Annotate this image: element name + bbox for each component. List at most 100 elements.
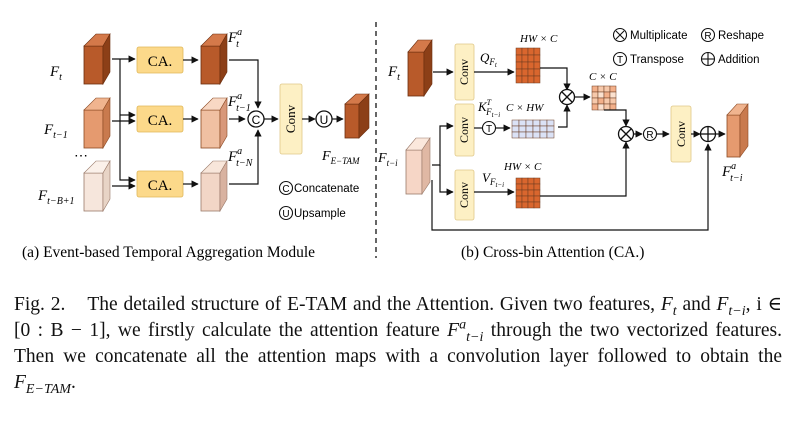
matrix-cell	[591, 91, 599, 99]
matrix-cell	[525, 131, 534, 139]
matrix-cell	[527, 195, 535, 203]
dim-q: HW × C	[519, 33, 558, 45]
svg-text:CA.: CA.	[148, 54, 173, 70]
matrix-v	[515, 177, 541, 209]
svg-text:Reshape: Reshape	[718, 30, 764, 42]
caption-label: Fig. 2.	[14, 294, 66, 315]
transpose-node: T	[481, 120, 497, 136]
attn-feature-t	[200, 32, 228, 86]
matrix-cell	[521, 177, 529, 185]
matrix-cell	[533, 75, 541, 84]
matrix-cell	[597, 85, 605, 93]
matrix-cell	[533, 183, 541, 191]
matrix-cell	[515, 54, 523, 63]
matrix-cell	[533, 54, 541, 63]
svg-text:Transpose: Transpose	[630, 54, 684, 66]
matrix-cell	[527, 68, 535, 77]
matrix-cell	[609, 97, 617, 105]
conv-block-k: Conv	[454, 103, 475, 157]
svg-text:T: T	[486, 124, 492, 135]
panel-b-caption: (b) Cross-bin Attention (CA.)	[461, 244, 644, 261]
svg-text:CA.: CA.	[148, 178, 173, 194]
matrix-cell	[597, 97, 605, 105]
ca-block-1: CA.	[136, 46, 184, 74]
input-feature-fti	[405, 137, 431, 195]
attn-feature-t-n	[200, 159, 228, 213]
reshape-node: R	[642, 126, 658, 142]
dim-k: C × HW	[506, 102, 544, 114]
caption-text-i-in: , i ∈ [0 : B − 1]	[14, 294, 783, 341]
svg-text:C: C	[252, 113, 261, 127]
ellipsis: ⋯	[74, 149, 88, 164]
matrix-cell	[518, 125, 527, 133]
matrix-cell	[515, 177, 523, 185]
svg-text:C: C	[282, 184, 289, 195]
matrix-cell	[546, 125, 555, 133]
multiply-node-1	[558, 88, 576, 106]
matrix-cell	[533, 195, 541, 203]
matrix-cell	[539, 119, 548, 127]
conv-block-q: Conv	[454, 43, 475, 101]
matrix-cell	[533, 47, 541, 56]
matrix-cell	[527, 75, 535, 84]
input-label-t-b-1: Ft−B+1	[37, 188, 75, 207]
upsample-node: U	[315, 110, 333, 128]
matrix-cell	[511, 119, 520, 127]
concatenate-node: C	[247, 110, 265, 128]
figure-caption: Fig. 2. The detailed structure of E-TAM a…	[14, 292, 782, 396]
matrix-cell	[533, 61, 541, 70]
input-feature-t-b-1	[83, 159, 111, 213]
matrix-cell	[533, 189, 541, 197]
matrix-cell	[603, 85, 611, 93]
matrix-cell	[515, 47, 523, 56]
svg-text:U: U	[320, 113, 329, 127]
svg-text:Conv: Conv	[457, 117, 471, 143]
matrix-cell	[521, 68, 529, 77]
svg-text:Conv: Conv	[457, 59, 471, 85]
concat-arrows	[229, 59, 262, 185]
matrix-q	[515, 47, 541, 84]
matrix-cell	[515, 75, 523, 84]
matrix-cell	[521, 195, 529, 203]
input-feature-ft	[407, 39, 433, 97]
input-feature-t-1	[83, 96, 111, 150]
matrix-cell	[521, 61, 529, 70]
matrix-cell	[521, 47, 529, 56]
svg-text:Upsample: Upsample	[294, 208, 346, 220]
svg-text:U: U	[282, 209, 289, 220]
matrix-cell	[597, 91, 605, 99]
matrix-cell	[591, 103, 599, 111]
addition-node	[699, 125, 717, 143]
matrix-cell	[527, 183, 535, 191]
matrix-cell	[527, 177, 535, 185]
output-feature-fati	[726, 103, 749, 158]
dim-cc: C × C	[589, 71, 617, 83]
caption-math-ft: Ft	[660, 294, 677, 319]
matrix-cell	[521, 189, 529, 197]
panel-b-input-arrows	[431, 68, 712, 231]
svg-text:Conv: Conv	[283, 104, 298, 133]
legend-addition: Addition	[700, 51, 760, 67]
dim-v: HW × C	[503, 161, 542, 173]
matrix-cell	[591, 85, 599, 93]
svg-text:Concatenate: Concatenate	[294, 183, 359, 195]
matrix-cell	[515, 201, 523, 209]
matrix-cell	[527, 201, 535, 209]
caption-text-1: The detailed structure of E-TAM and the …	[87, 294, 656, 315]
matrix-k	[511, 119, 555, 139]
ca-block-2: CA.	[136, 105, 184, 133]
input-label-t: Ft	[49, 64, 62, 83]
etam-label: FE−TAM	[321, 149, 360, 166]
caption-text-3: through the two vectorized features. The…	[14, 320, 782, 367]
matrix-cell	[525, 125, 534, 133]
svg-text:Conv: Conv	[674, 121, 688, 147]
matrix-cell	[518, 131, 527, 139]
matrix-cell	[521, 201, 529, 209]
matrix-cell	[521, 54, 529, 63]
figure-diagram: Ft Ft−1 ⋯ Ft−B+1 CA. CA. CA.	[22, 22, 764, 261]
svg-text:R: R	[704, 31, 711, 42]
legend-transpose: T Transpose	[612, 51, 684, 67]
